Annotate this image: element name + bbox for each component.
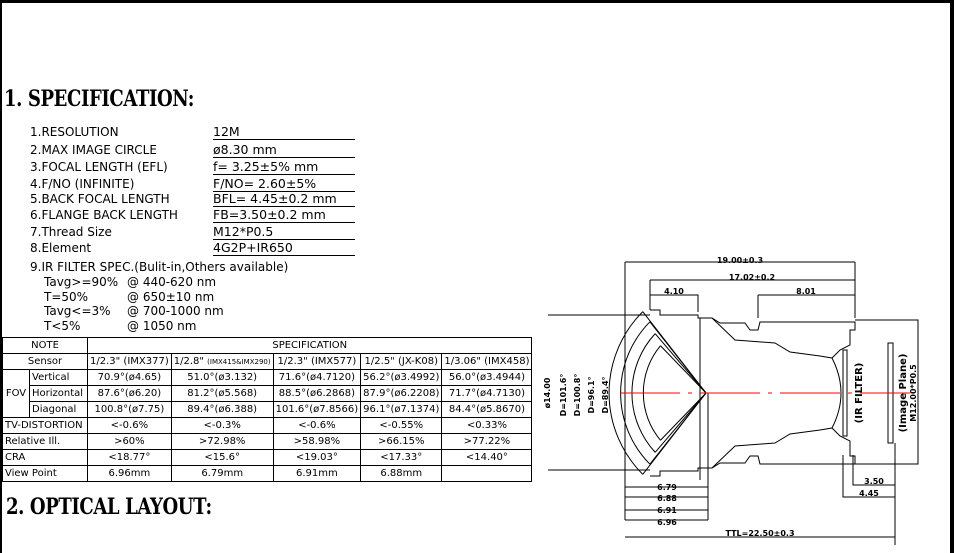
view-point-label: 6.88 (657, 494, 677, 503)
table-row: Relative Ill.>60%>72.98%>58.98%>66.15%>7… (2, 433, 533, 450)
angle-label: D=101.6° (559, 374, 568, 417)
spec-label: 2.MAX IMAGE CIRCLE (30, 143, 157, 157)
ir-range: @ 650±10 nm (127, 289, 215, 304)
image-plane-label: (Image Plane) (898, 354, 909, 433)
section-title-specification: 1. SPECIFICATION: (4, 86, 194, 112)
spec-label: 3.FOCAL LENGTH (EFL) (30, 160, 168, 174)
ir-condition: Tavg>=90% (44, 275, 119, 289)
spec-value: 4G2P+IR650 (213, 241, 355, 256)
table-cell (441, 465, 533, 482)
table-cell: 6.88mm (360, 465, 443, 482)
extension-lines (548, 314, 650, 471)
frame-border-left (0, 0, 2, 553)
view-point-dims (625, 393, 709, 521)
sensor-size: 1/2.5" (364, 356, 395, 367)
table-cell: 6.96mm (87, 465, 172, 482)
ir-condition: Tavg<=3% (44, 304, 111, 318)
dim-line-19 (624, 261, 856, 520)
dim-line-fb-bfl (842, 443, 896, 545)
sensor-size: 1/2.3" (90, 356, 121, 367)
spec-value: ø8.30 mm (213, 143, 355, 158)
dim-label-bfl: 4.45 (859, 489, 879, 498)
angle-label: D=89.4° (601, 376, 610, 413)
dim-line-front-thread (650, 294, 855, 318)
ir-condition: T=50% (44, 289, 89, 304)
sensor-model: (IMX377) (123, 356, 169, 367)
dim-line-dia (855, 319, 919, 465)
dim-label-fb: 3.50 (864, 477, 884, 486)
sensor-size: 1/3.06" (444, 356, 481, 367)
spec-label: 6.FLANGE BACK LENGTH (30, 208, 178, 222)
table-cell: >77.22% (441, 433, 533, 450)
dim-label-dia: ø14.00 (543, 377, 552, 408)
table-row: TV-DISTORTION<-0.6%<-0.3%<-0.6%<-0.55%<0… (2, 417, 533, 434)
section-title-optical-layout: 2. OPTICAL LAYOUT: (6, 494, 212, 520)
ir-filter-plate (842, 349, 848, 437)
sensor-model: (IMX577) (310, 356, 357, 367)
view-point-label: 6.91 (657, 506, 677, 515)
sensor-model: (IMX458) (484, 356, 530, 367)
table-cell: 6.79mm (170, 465, 274, 482)
angle-label: D=96.1° (587, 376, 596, 413)
dim-label-19: 19.00±0.3 (717, 256, 763, 265)
dim-label-thread: 8.01 (796, 287, 816, 296)
spec-value: BFL= 4.45±0.2 mm (213, 192, 355, 207)
spec-label: 1.RESOLUTION (30, 125, 119, 139)
dim-label-front: 4.10 (664, 287, 684, 296)
spec-label: 8.Element (30, 241, 92, 255)
spec-table: NOTE SPECIFICATION Sensor 1/2.3" (IMX377… (2, 337, 533, 482)
sensor-model: (JX-K08) (397, 356, 438, 367)
frame-border-right (950, 0, 954, 553)
spec-value: 12M (213, 125, 355, 140)
angle-label: D=100.8° (573, 374, 582, 417)
spec-label: 5.BACK FOCAL LENGTH (30, 192, 170, 206)
spec-value: f= 3.25±5% mm (213, 160, 355, 175)
barrel-upper (650, 309, 856, 359)
ir-range: @ 700-1000 nm (127, 304, 224, 318)
sensor-row: Sensor 1/2.3" (IMX377)1/2.8" (IMX415&IMX… (2, 353, 533, 370)
dim-label-17: 17.02±0.2 (729, 273, 775, 282)
spec-value: M12*P0.5 (213, 225, 355, 240)
frame-border-top (0, 0, 954, 3)
sensor-size: 1/2.8" (173, 356, 204, 367)
dim-label-ttl: TTL=22.50±0.3 (725, 529, 794, 538)
view-point-label: 6.96 (657, 518, 677, 527)
ir-filter-label: (IR FILTER) (854, 363, 865, 424)
sensor-size: 1/2.3" (277, 356, 308, 367)
ir-condition: T<5% (44, 318, 81, 333)
spec-value: F/NO= 2.60±5% (213, 177, 355, 192)
row-label: View Point (2, 465, 88, 482)
thread-label: M12.00*P0.5 (909, 364, 918, 422)
sensor-model: (IMX415&IMX290) (207, 358, 271, 366)
spec-value: FB=3.50±0.2 mm (213, 208, 355, 223)
lens-inner (711, 317, 842, 469)
barrel-lower (650, 427, 856, 477)
spec-label: 4.F/NO (INFINITE) (30, 177, 135, 191)
ir-range: @ 1050 nm (127, 318, 197, 333)
ir-filter-title: 9.IR FILTER SPEC.(Bulit-in,Others availa… (30, 260, 289, 274)
spec-label: 7.Thread Size (30, 225, 112, 239)
ir-range: @ 440-620 nm (127, 275, 217, 289)
view-point-label: 6.79 (657, 483, 677, 492)
